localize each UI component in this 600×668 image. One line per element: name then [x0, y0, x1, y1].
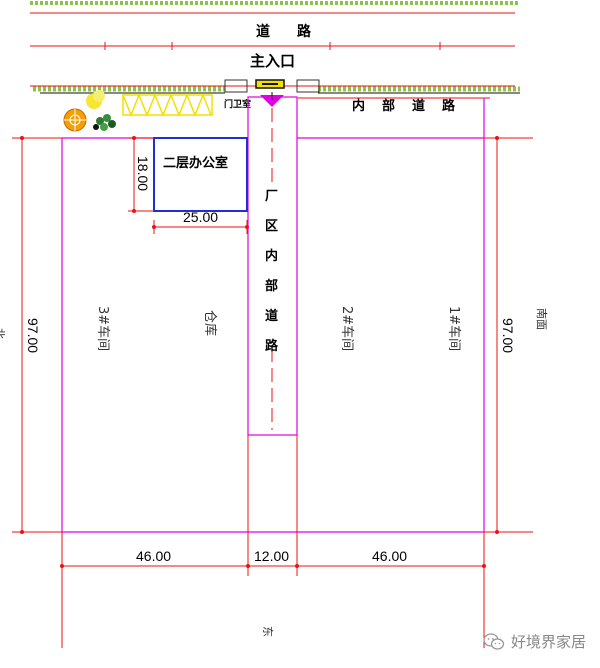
- plant-road-char-3: 内: [265, 248, 278, 264]
- workshop-2-label: 2#车间: [339, 306, 355, 351]
- bottom-width-dim: [60, 435, 486, 648]
- width-left-value: 46.00: [136, 548, 171, 564]
- public-road-lines: [30, 12, 515, 87]
- office-width-value: 25.00: [183, 209, 218, 225]
- watermark-text: 好境界家居: [510, 633, 586, 651]
- internal-road-char-1: 内: [352, 98, 365, 114]
- plant-road-label: 厂 区 内 部 道 路: [264, 184, 280, 354]
- plant-road-char-2: 区: [265, 219, 278, 234]
- plant-road-char-1: 厂: [265, 189, 278, 204]
- plant-road-char-5: 道: [265, 308, 278, 324]
- main-gate: [224, 79, 320, 93]
- wechat-icon: [483, 632, 505, 650]
- width-road-value: 12.00: [254, 548, 289, 564]
- internal-road-char-4: 路: [442, 98, 456, 114]
- tree-icon: [63, 108, 87, 132]
- road-label-lu: 路: [297, 23, 312, 40]
- left-depth-value: 97.00: [25, 318, 41, 353]
- warehouse-label: 仓库: [202, 310, 218, 336]
- left-depth-dim: [12, 136, 62, 534]
- office-label: 二层办公室: [163, 155, 228, 171]
- right-depth-dim: [484, 136, 533, 534]
- right-edge-label: 南面: [535, 308, 548, 330]
- main-entrance-label: 主入口: [250, 52, 295, 70]
- width-right-value: 46.00: [372, 548, 407, 564]
- office-height-dim: [128, 136, 154, 213]
- guard-room: 门卫室: [224, 98, 251, 110]
- office-height-value: 18.00: [135, 156, 151, 191]
- plant-internal-road: [247, 96, 298, 436]
- parking-area: [122, 92, 213, 118]
- entry-arrow-icon: [260, 92, 284, 107]
- east-label: 东: [261, 626, 274, 637]
- shrub-icon: [86, 90, 105, 109]
- internal-road-char-3: 道: [412, 98, 425, 114]
- workshop-1-label: 1#车间: [446, 306, 462, 351]
- left-edge-label: 北: [0, 328, 6, 339]
- plant-road-char-4: 部: [265, 278, 278, 294]
- office-width-dim: [152, 220, 249, 234]
- guard-room-label: 门卫室: [224, 98, 251, 110]
- road-ticks: [104, 42, 441, 50]
- watermark: 好境界家居: [483, 631, 586, 652]
- plant-road-char-6: 路: [265, 338, 279, 354]
- right-depth-value: 97.00: [500, 318, 516, 353]
- workshop-3-label: 3#车间: [95, 306, 111, 351]
- road-label-dao: 道: [256, 23, 270, 40]
- bush-cluster-icon: [93, 114, 116, 131]
- boundary-hedge: [33, 86, 520, 94]
- office-building: [153, 137, 248, 212]
- internal-road-char-2: 部: [382, 98, 395, 114]
